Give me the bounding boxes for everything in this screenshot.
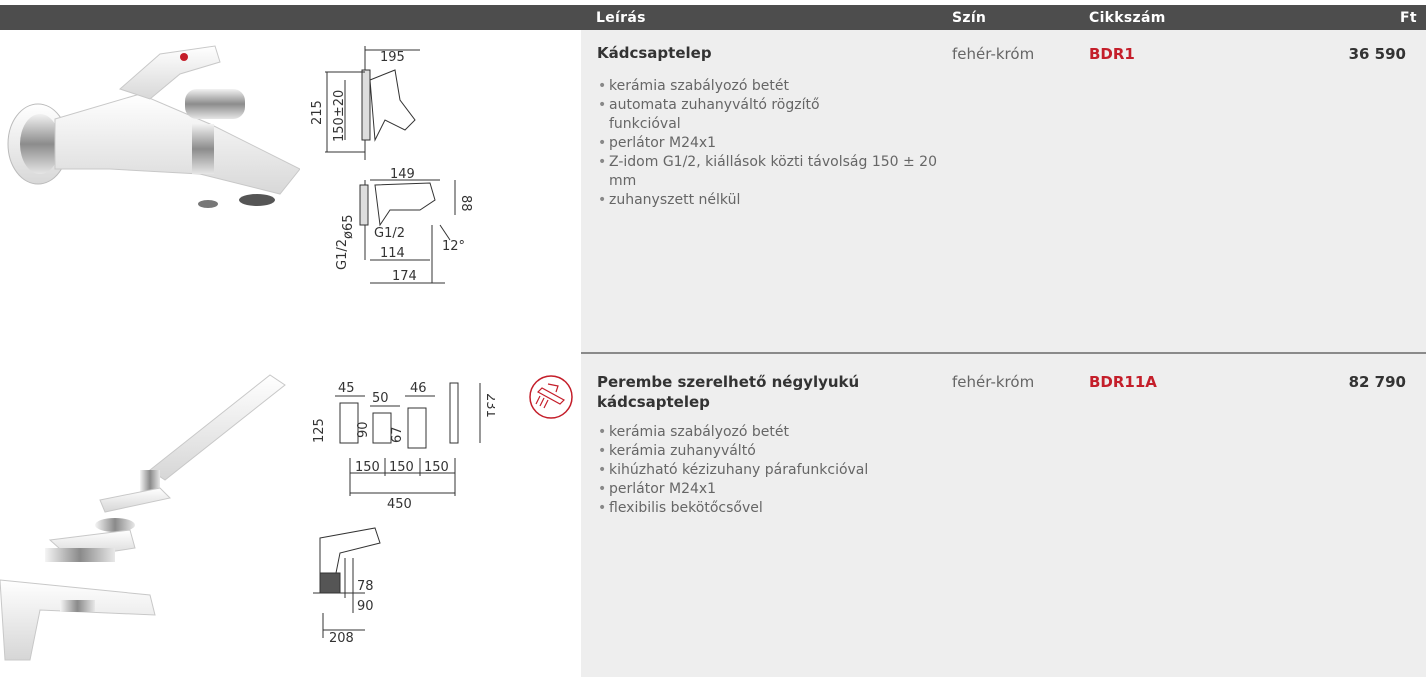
dim-50: 50 (372, 391, 389, 406)
feature-item: perlátor M24x1 (598, 480, 938, 499)
product-2-color: fehér-króm (952, 373, 1035, 391)
dim-231: 231 (483, 393, 495, 418)
hand-shower-icon (529, 375, 573, 419)
product-2-code[interactable]: BDR11A (1089, 373, 1157, 391)
dim-195: 195 (380, 50, 405, 65)
dim-150-b: 150 (389, 460, 414, 475)
product-2-drawing-side: 78 90 208 (313, 527, 381, 646)
dim-65: ø65 (341, 215, 356, 240)
dim-114: 114 (380, 246, 405, 261)
dim-215: 215 (310, 100, 325, 125)
header-color: Szín (952, 10, 987, 26)
dim-149: 149 (390, 167, 415, 182)
dim-45: 45 (338, 381, 355, 396)
dim-g12-b: G1/2 (335, 239, 350, 270)
dim-150-c: 150 (424, 460, 449, 475)
product-2-drawing-top: 45 50 46 231 125 90 67 150 150 150 450 (312, 381, 495, 512)
header-description: Leírás (596, 10, 646, 26)
dim-208: 208 (329, 631, 354, 646)
dim-88: 88 (458, 195, 473, 212)
feature-item: automata zuhanyváltó rögzítő funkcióval (598, 96, 864, 134)
dim-174: 174 (392, 269, 417, 284)
dim-90-a: 90 (356, 421, 371, 438)
header-code: Cikkszám (1089, 10, 1166, 26)
dim-150-20: 150±20 (332, 90, 347, 142)
dim-125: 125 (312, 418, 327, 443)
product-2-features: kerámia szabályozó betét kerámia zuhanyv… (598, 423, 938, 518)
product-1-drawing-side: 195 215 150±20 (310, 46, 420, 160)
product-1-color: fehér-króm (952, 45, 1035, 63)
feature-item: perlátor M24x1 (598, 134, 938, 153)
product-1-features: kerámia szabályozó betét automata zuhany… (598, 77, 938, 210)
dim-150-a: 150 (355, 460, 380, 475)
feature-item: flexibilis bekötőcsővel (598, 499, 938, 518)
header-price: Ft (1400, 10, 1417, 26)
product-1-drawing-top: 149 88 ø65 G1/2 G1/2 12° 114 174 (335, 167, 473, 284)
product-1-photo (7, 45, 300, 208)
product-1-name: Kádcsaptelep (597, 44, 712, 62)
dim-g12-a: G1/2 (374, 226, 405, 241)
feature-item: kerámia szabályozó betét (598, 423, 938, 442)
product-1-code[interactable]: BDR1 (1089, 45, 1135, 63)
table-header: Leírás Szín Cikkszám Ft (0, 5, 1426, 30)
dim-67: 67 (390, 426, 405, 443)
feature-item: kerámia szabályozó betét (598, 77, 938, 96)
product-1-price: 36 590 (1348, 45, 1406, 63)
feature-item: kerámia zuhanyváltó (598, 442, 938, 461)
dim-78: 78 (357, 579, 374, 594)
product-2-photo (0, 374, 286, 661)
dim-46: 46 (410, 381, 427, 396)
row-divider (581, 352, 1426, 354)
feature-item: zuhanyszett nélkül (598, 191, 938, 210)
dim-90-b: 90 (357, 599, 374, 614)
product-2-name: Perembe szerelhető négylyukú kádcsaptele… (597, 373, 860, 411)
product-2-price: 82 790 (1348, 373, 1406, 391)
dim-angle: 12° (442, 239, 465, 254)
feature-item: Z-idom G1/2, kiállások közti távolság 15… (598, 153, 938, 191)
dim-450: 450 (387, 497, 412, 512)
feature-item: kihúzható kézizuhany párafunkcióval (598, 461, 938, 480)
